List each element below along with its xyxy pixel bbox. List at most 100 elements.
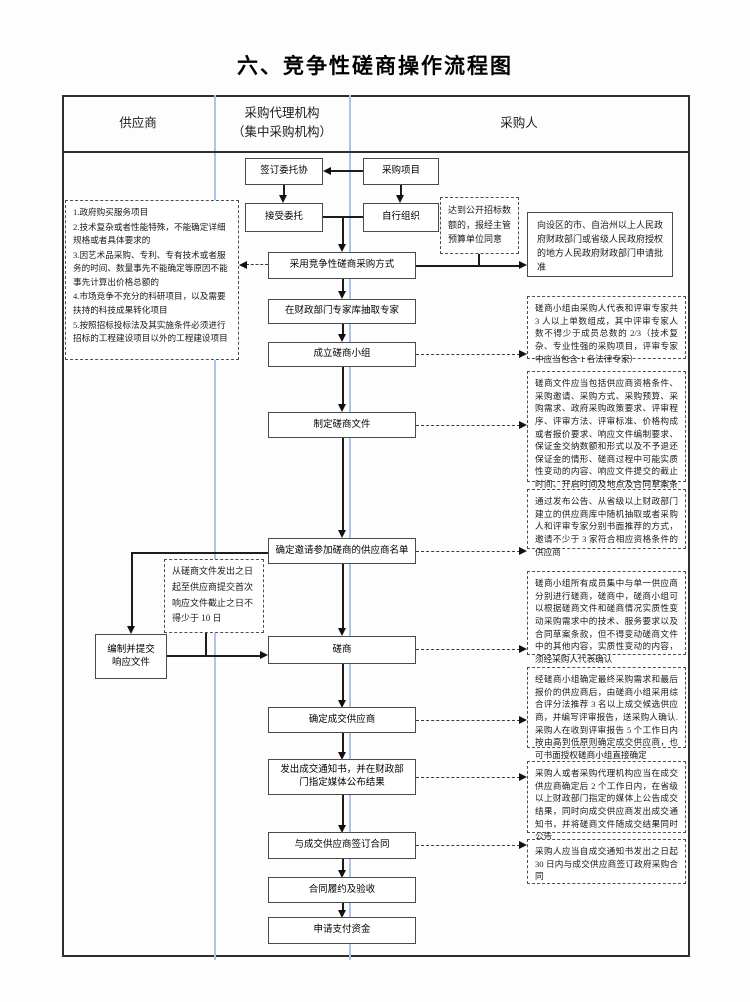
arrowhead <box>519 350 527 358</box>
note-document-contents: 磋商文件应当包括供应商资格条件、采购邀请、采购方式、采购预算、采购需求、政府采购… <box>527 371 686 502</box>
arrowhead <box>338 700 346 708</box>
applicable-project-item: 2.技术复杂或者性能特殊，不能确定详细规格或者具体要求的 <box>73 221 226 246</box>
arrowhead <box>279 195 287 203</box>
column-header-purchaser: 采购人 <box>500 116 538 130</box>
dashed-link-applicable-projects <box>246 264 268 265</box>
arrow-list-to-consultation <box>342 564 344 629</box>
arrowhead <box>338 334 346 342</box>
applicable-project-item: 4.市场竞争不充分的科研项目，以及需要扶持的科技成果转化项目 <box>73 291 226 316</box>
flow-box-determine-winner: 确定成交供应商 <box>268 707 416 733</box>
flow-box-adopt-method: 采用竞争性磋商采购方式 <box>268 252 416 279</box>
dashed-link-evaluation <box>416 720 520 721</box>
arrowhead <box>338 910 346 918</box>
flow-box-prepare-response: 编制并提交 响应文件 <box>95 634 167 679</box>
dashed-link-announcement <box>416 777 520 778</box>
applicable-project-item: 5.按照招标投标法及其实施条件必须进行招标的工程建设项目以外的工程建设项目 <box>73 319 228 344</box>
note-contract-deadline: 采购人应当自成交通知书发出之日起 30 日内与成交供应商签订政府采购合同 <box>527 839 686 884</box>
arrowhead <box>338 291 346 299</box>
applicable-project-item: 1.政府购买服务项目 <box>73 207 149 217</box>
arrowhead <box>127 626 135 634</box>
note-response-deadline: 从磋商文件发出之日起至供应商提交首次响应文件截止之日不得少于 10 日 <box>164 559 264 633</box>
note-approval: 向设区的市、自治州以上人民政府财政部门或省级人民政府授权的地方人民政府财政部门申… <box>527 212 673 277</box>
arrowhead <box>323 166 331 175</box>
note-invitation-method: 通过发布公告、从省级以上财政部门建立的供应商库中随机抽取或者采购人和评审专家分别… <box>527 489 686 557</box>
arrow-group-to-documents <box>342 367 344 405</box>
arrow-adopt-to-experts <box>342 279 344 292</box>
flow-box-issue-notice: 发出成交通知书，并在财政部 门指定媒体公布结果 <box>268 759 416 795</box>
arrowhead <box>338 870 346 878</box>
flow-box-form-group: 成立磋商小组 <box>268 342 416 367</box>
flow-box-extract-experts: 在财政部门专家库抽取专家 <box>268 299 416 324</box>
arrow-consultation-to-winner <box>342 664 344 701</box>
note-announcement: 采购人或者采购代理机构应当在成交供应商确定后 2 个工作日内，在省级以上财政部门… <box>527 761 686 841</box>
arrowhead <box>519 773 527 781</box>
dashed-link-group-composition <box>416 354 520 355</box>
applicable-project-item: 3.因艺术品采购、专利、专有技术或者服务的时间、数量事先不能确定等原因不能事先计… <box>73 249 228 287</box>
arrowhead <box>239 260 247 269</box>
page-title: 六、竞争性磋商操作流程图 <box>237 54 513 78</box>
flow-box-procurement-project: 采购项目 <box>363 158 439 185</box>
arrow-winner-to-notice <box>342 733 344 753</box>
agency-header-line2: （集中采购机构） <box>231 124 332 139</box>
connector-deadline-note <box>205 633 207 656</box>
column-divider-supplier-agency <box>214 95 216 960</box>
column-header-supplier: 供应商 <box>119 116 157 130</box>
note-open-tender-threshold: 达到公开招标数额的，报经主管预算单位同意 <box>440 197 519 254</box>
arrow-experts-to-group <box>342 324 344 335</box>
arrow-notice-to-contract <box>342 795 344 826</box>
arrow-adopt-to-approval <box>416 265 520 267</box>
arrowhead <box>396 195 404 203</box>
table-frame <box>62 95 690 957</box>
flow-box-draft-documents: 制定磋商文件 <box>268 412 416 438</box>
connector-list-to-supplier-column <box>131 552 268 554</box>
column-divider-agency-purchaser <box>349 95 351 960</box>
note-applicable-projects: 1.政府购买服务项目 2.技术复杂或者性能特殊，不能确定详细规格或者具体要求的 … <box>65 200 239 360</box>
note-group-composition: 磋商小组由采购人代表和评审专家共 3 人以上单数组成，其中评审专家人数不得少于成… <box>527 296 686 364</box>
prepare-response-line1: 编制并提交 <box>107 644 155 655</box>
prepare-response-line2: 响应文件 <box>111 657 150 668</box>
flow-box-consultation: 磋商 <box>268 636 416 664</box>
agency-header-line1: 采购代理机构 <box>244 106 320 120</box>
arrowhead <box>338 404 346 412</box>
arrowhead <box>338 628 346 636</box>
note-evaluation: 经磋商小组确定最终采购需求和最后报价的供应商后，由磋商小组采用综合评分法推荐 3… <box>527 667 686 760</box>
arrowhead <box>519 421 527 429</box>
connector-threshold-note <box>478 254 480 266</box>
dashed-link-invitation-method <box>416 551 520 552</box>
header-divider <box>62 151 690 153</box>
dashed-link-document-contents <box>416 425 520 426</box>
arrowhead <box>338 530 346 538</box>
arrow-response-to-consultation <box>167 655 261 657</box>
dashed-link-contract-deadline <box>416 845 520 846</box>
flow-box-self-organize: 自行组织 <box>363 203 439 232</box>
issue-notice-line1: 发出成交通知书，并在财政部 <box>280 765 404 776</box>
flow-box-apply-payment: 申请支付资金 <box>268 917 416 944</box>
arrow-performance-to-payment <box>342 903 344 911</box>
arrow-agreement-to-accept <box>283 185 285 196</box>
arrow-contract-to-performance <box>342 859 344 871</box>
arrow-project-to-selforganize <box>400 185 402 196</box>
arrow-to-adopt-method <box>342 216 344 245</box>
arrow-documents-to-list <box>342 438 344 531</box>
arrow-down-to-prepare-response <box>131 552 133 627</box>
arrowhead <box>338 752 346 760</box>
arrowhead <box>519 716 527 724</box>
flow-box-supplier-list: 确定邀请参加磋商的供应商名单 <box>268 538 416 564</box>
column-header-agency: 采购代理机构 （集中采购机构） <box>215 104 349 142</box>
applicable-projects-list: 1.政府购买服务项目 2.技术复杂或者性能特殊，不能确定详细规格或者具体要求的 … <box>73 206 231 346</box>
arrowhead <box>260 651 268 659</box>
arrowhead <box>338 244 346 252</box>
dashed-link-consultation-process <box>416 649 520 650</box>
note-consultation-process: 磋商小组所有成员集中与单一供应商分别进行磋商，磋商中，磋商小组可以根据磋商文件和… <box>527 571 686 664</box>
arrow-project-to-agreement <box>330 170 363 172</box>
arrowhead <box>519 261 527 269</box>
arrowhead <box>519 841 527 849</box>
arrowhead <box>519 547 527 555</box>
flow-box-contract-performance: 合同履约及验收 <box>268 877 416 903</box>
flow-box-sign-agreement: 签订委托协 <box>245 158 323 185</box>
flow-box-accept-entrustment: 接受委托 <box>245 203 323 232</box>
arrowhead <box>519 645 527 653</box>
flow-box-sign-contract: 与成交供应商签订合同 <box>268 832 416 859</box>
arrowhead <box>338 825 346 833</box>
